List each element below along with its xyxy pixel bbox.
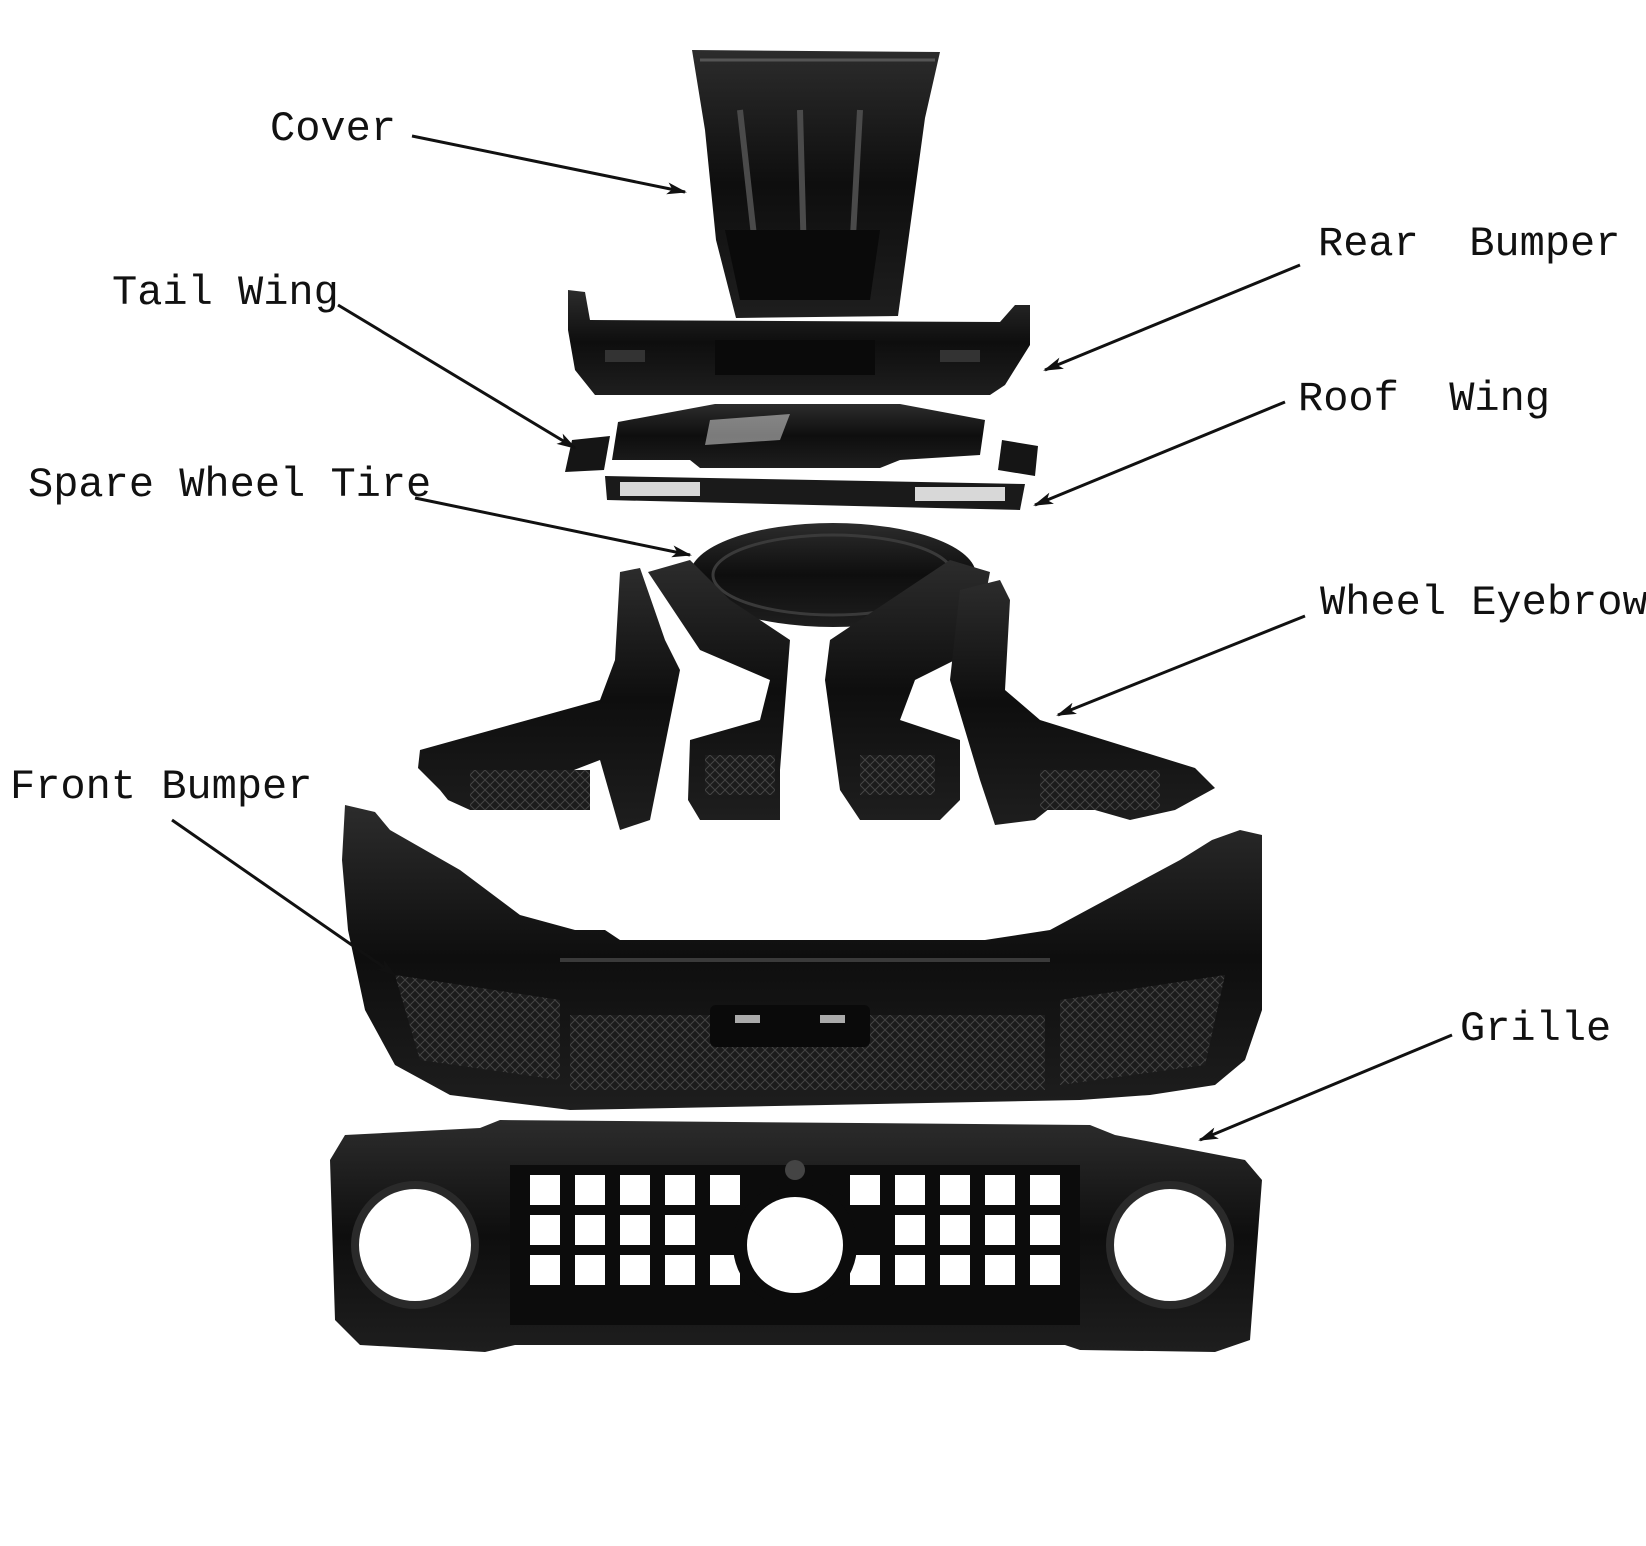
- front-bumper-arrow: [171, 818, 397, 977]
- roof-wing-part: [605, 476, 1025, 510]
- label-rear-bumper: Rear Bumper: [1318, 220, 1621, 268]
- wheel-eyebrow-parts: [418, 560, 1215, 830]
- label-front-bumper: Front Bumper: [10, 763, 313, 811]
- front-bumper-part: [342, 805, 1262, 1110]
- wheel-eyebrow-arrow: [1056, 614, 1306, 717]
- label-spare-wheel-tire: Spare Wheel Tire: [28, 461, 432, 509]
- grille-part: [330, 1120, 1262, 1352]
- label-cover: Cover: [270, 105, 397, 153]
- cover-arrow: [411, 134, 687, 195]
- label-wheel-eyebrow: Wheel Eyebrow: [1320, 579, 1646, 627]
- label-grille: Grille: [1460, 1005, 1612, 1053]
- rear-bumper-part: [568, 290, 1030, 395]
- tail-wing-part: [565, 404, 1038, 476]
- pointer-arrows: [171, 134, 1453, 1142]
- spare-wheel-tire-arrow: [414, 496, 692, 558]
- tail-wing-arrow: [337, 303, 577, 450]
- label-tail-wing: Tail Wing: [112, 269, 339, 317]
- roof-wing-arrow: [1033, 400, 1286, 507]
- grille-arrow: [1198, 1033, 1453, 1142]
- rear-bumper-arrow: [1043, 263, 1301, 372]
- label-roof-wing: Roof Wing: [1298, 375, 1551, 423]
- cover-part: [692, 50, 940, 318]
